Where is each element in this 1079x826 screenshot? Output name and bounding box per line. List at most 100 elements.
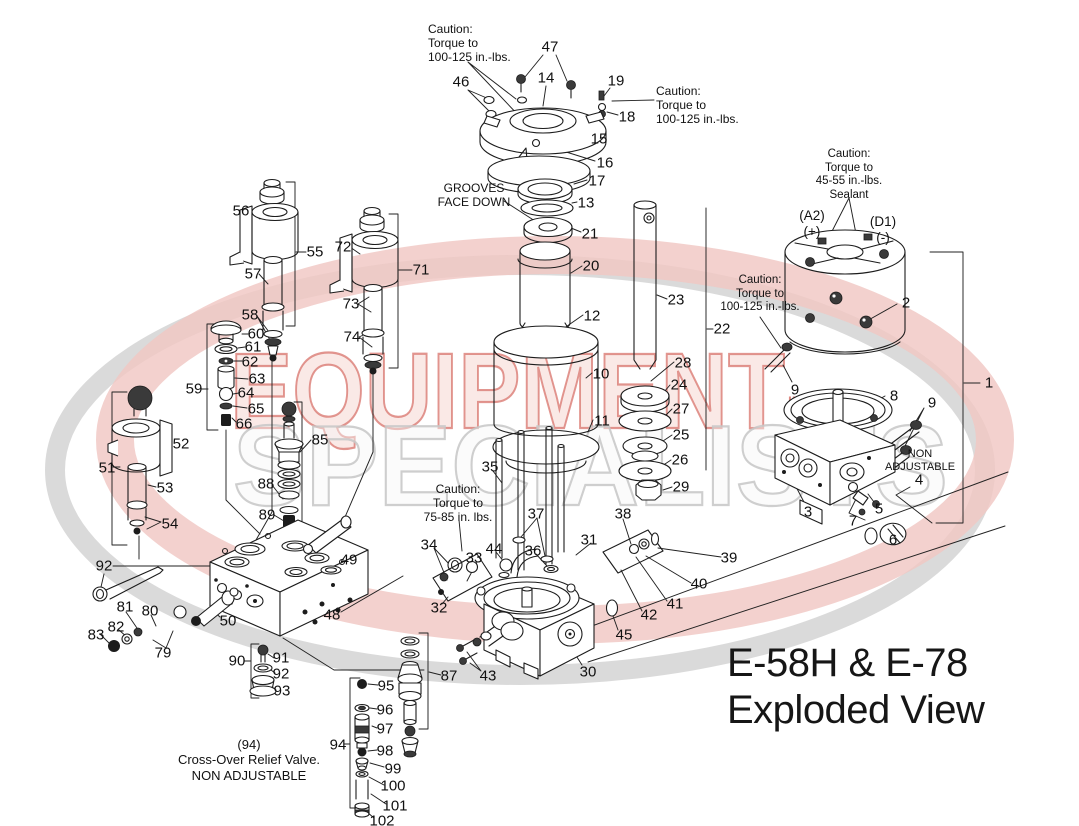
part-label-89: 89: [258, 506, 276, 524]
part-label-18: 18: [618, 108, 636, 126]
annotation-line: NON ADJUSTABLE: [191, 767, 307, 783]
part-label-53: 53: [156, 479, 174, 497]
part-label-12: 12: [583, 307, 601, 325]
annotation-line: Torque to: [736, 287, 784, 300]
part-label-87: 87: [440, 667, 458, 685]
annotation-cross-over-relief-valve-note: (94)Cross-Over Relief Valve.NON ADJUSTAB…: [178, 737, 320, 783]
part-label-27: 27: [672, 400, 690, 418]
annotation-line: Torque to: [428, 36, 479, 51]
solenoid-valve-55: [229, 178, 299, 362]
part-label-30: 30: [579, 663, 597, 681]
part-label-99: 99: [384, 760, 402, 778]
part-label-24: 24: [670, 376, 688, 394]
solenoid-valve-51: [107, 385, 173, 535]
title-line-2: Exploded View: [727, 688, 985, 732]
stud-bolts-35: [495, 425, 565, 571]
part-label-60: 60: [247, 325, 265, 343]
bolt-92: [92, 566, 164, 602]
part-label-91: 91: [272, 649, 290, 667]
annotation-line: Torque to: [825, 161, 873, 174]
part-label-33: 33: [465, 549, 483, 567]
part-label-65: 65: [247, 400, 265, 418]
pump-block-assembly: [774, 388, 896, 525]
part-label-96: 96: [376, 701, 394, 719]
part-label-3: 3: [803, 503, 813, 521]
title-line-1: E-58H & E-78: [727, 641, 968, 685]
part-label-9: 9: [790, 381, 800, 399]
part-label-64: 64: [237, 384, 255, 402]
annotation-line: Caution:: [428, 22, 473, 36]
annotation-line: Caution:: [738, 274, 782, 286]
annotation-line: Torque to: [656, 98, 707, 113]
part-label-47: 47: [541, 38, 559, 56]
part-label-102: 102: [369, 812, 395, 826]
part-label-100: 100: [380, 777, 406, 795]
part-label-50: 50: [219, 612, 237, 630]
part-label-71: 71: [412, 261, 430, 279]
annotation-line: (A2): [799, 208, 825, 223]
part-label-28: 28: [674, 354, 692, 372]
part-label-94: 94: [329, 736, 347, 754]
part-label-35: 35: [481, 458, 499, 476]
part-label-97: 97: [376, 720, 394, 738]
annotation-line: Caution:: [656, 84, 701, 98]
part-label-19: 19: [607, 72, 625, 90]
crossover-relief-valve-94: [354, 679, 370, 818]
part-label-63: 63: [248, 370, 266, 388]
part-label-32: 32: [430, 599, 448, 617]
part-label-4: 4: [914, 471, 924, 489]
part-label-31: 31: [580, 531, 598, 549]
annotation-line: 100-125 in.-lbs.: [720, 301, 800, 314]
part-label-25: 25: [672, 426, 690, 444]
annotation-line: 45-55 in.-lbs.: [815, 175, 883, 188]
part-label-49: 49: [340, 551, 358, 569]
part-label-85: 85: [311, 431, 329, 449]
annotation-line: Caution:: [435, 482, 481, 496]
part-label-14: 14: [537, 69, 555, 87]
part-label-81: 81: [116, 598, 134, 616]
part-label-74: 74: [343, 328, 361, 346]
part-label-13: 13: [577, 194, 595, 212]
part-label-92: 92: [272, 665, 290, 683]
part-label-55: 55: [306, 243, 324, 261]
cartridge-column-85: [274, 401, 304, 528]
part-label-7: 7: [848, 512, 858, 530]
part-label-46: 46: [452, 73, 470, 91]
annotation-line: 100-125 in.-lbs.: [428, 50, 511, 65]
part-label-22: 22: [713, 320, 731, 338]
part-label-93: 93: [273, 682, 291, 700]
part-label-92: 92: [95, 557, 113, 575]
part-label-66: 66: [235, 415, 253, 433]
part-label-48: 48: [323, 606, 341, 624]
motor-cap-assembly: [479, 74, 607, 244]
part-label-36: 36: [524, 542, 542, 560]
annotation-line: FACE DOWN: [437, 195, 511, 210]
annotation-line: Sealant: [829, 188, 869, 201]
page-title: E-58H & E-78 Exploded View: [727, 640, 985, 734]
manifold-block-48: [92, 515, 369, 697]
part-label-58: 58: [241, 306, 259, 324]
part-label-54: 54: [161, 515, 179, 533]
annotation-line: (-): [876, 229, 890, 245]
part-label-62: 62: [241, 353, 259, 371]
part-label-41: 41: [666, 595, 684, 613]
small-fittings-group: [439, 536, 559, 582]
part-label-95: 95: [377, 677, 395, 695]
part-label-6: 6: [888, 531, 898, 549]
part-label-10: 10: [592, 365, 610, 383]
motor-assembly: [784, 229, 906, 355]
part-label-42: 42: [640, 606, 658, 624]
part-label-8: 8: [889, 387, 899, 405]
part-label-40: 40: [690, 575, 708, 593]
relief-plate-32: [432, 553, 493, 602]
plug-group-90: [249, 644, 277, 697]
fitting-49: [302, 515, 352, 555]
part-label-82: 82: [107, 618, 125, 636]
annotation-terminal-a2-plus: (A2)(+): [799, 208, 825, 240]
